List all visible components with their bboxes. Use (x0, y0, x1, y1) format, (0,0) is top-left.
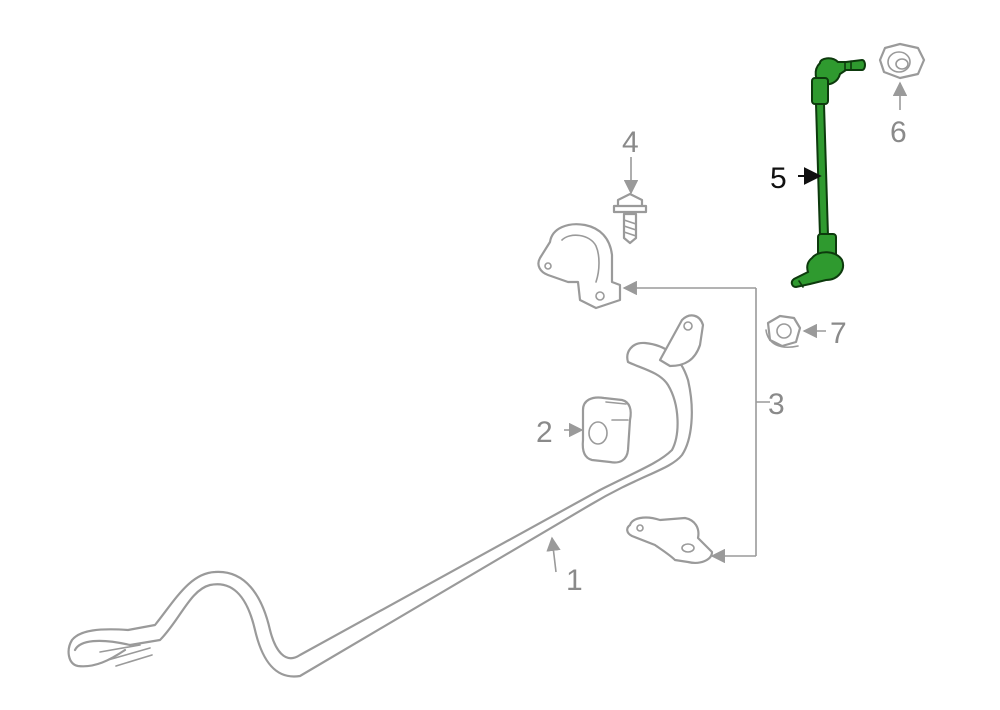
stabilizer-bar[interactable] (67, 314, 705, 678)
callout-5: 5 (770, 162, 787, 195)
bracket-lower[interactable] (626, 516, 714, 564)
callout-2: 2 (536, 416, 553, 449)
stabilizer-link[interactable] (790, 57, 866, 289)
callout-4: 4 (622, 126, 639, 159)
bolt[interactable] (612, 192, 648, 245)
callout-7: 7 (830, 317, 847, 350)
leader-1 (546, 536, 561, 573)
flange-nut[interactable] (765, 314, 802, 348)
nut-upper[interactable] (878, 42, 926, 80)
leader-3-bracket (755, 288, 770, 556)
callout-1: 1 (566, 564, 583, 597)
callout-3: 3 (768, 388, 785, 421)
callout-6: 6 (890, 116, 907, 149)
bracket-upper[interactable] (537, 223, 622, 310)
bushing[interactable] (581, 396, 632, 464)
